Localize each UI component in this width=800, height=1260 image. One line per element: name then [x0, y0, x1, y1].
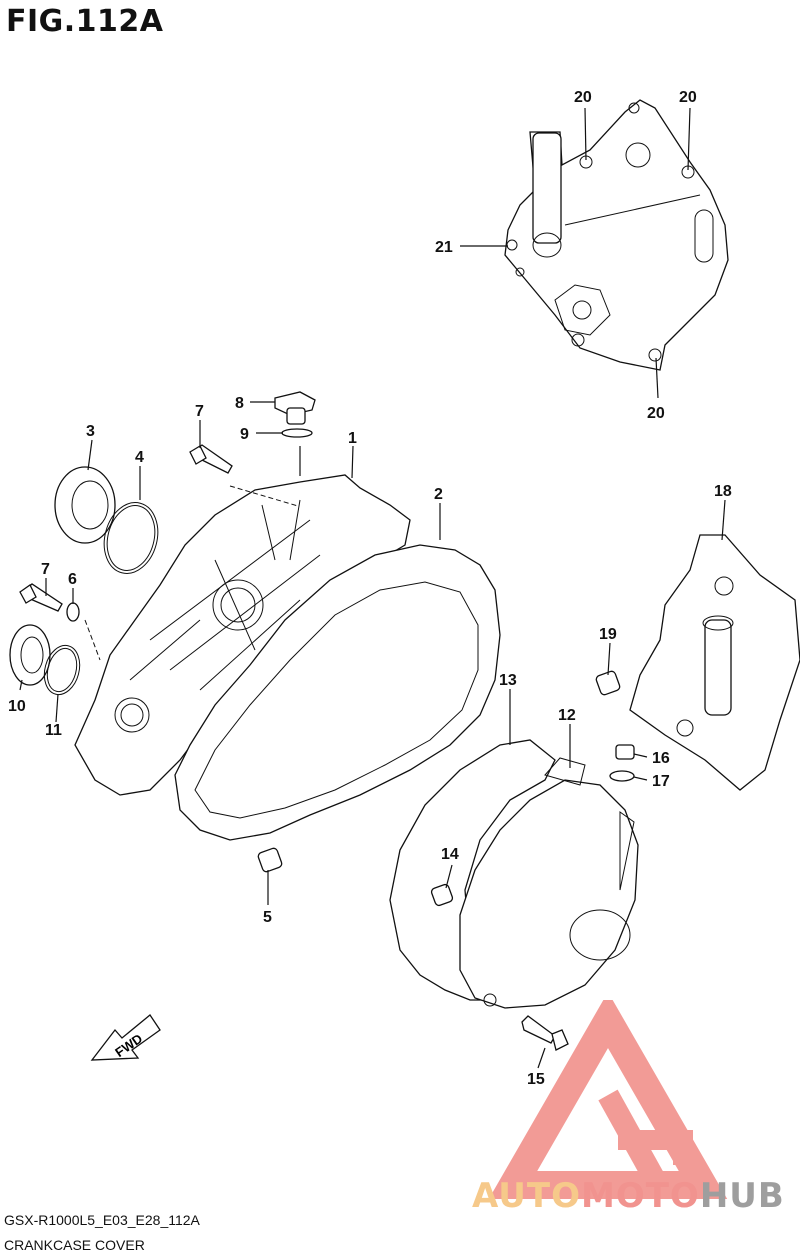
part-label-9: 9 — [240, 426, 249, 443]
oil-filler-plug — [274, 391, 316, 425]
filler-o-ring — [281, 428, 313, 438]
part-label-7-upper: 7 — [195, 403, 204, 420]
part-label-16: 16 — [652, 750, 670, 767]
part-label-7-left: 7 — [41, 561, 50, 578]
fwd-direction-arrow: FWD — [90, 1014, 161, 1061]
section-name: CRANKCASE COVER — [4, 1237, 145, 1253]
o-ring-large — [103, 502, 159, 574]
part-label-1: 1 — [348, 430, 357, 447]
part-label-15: 15 — [527, 1071, 545, 1088]
part-label-21: 21 — [435, 239, 453, 256]
part-label-18: 18 — [714, 483, 732, 500]
part-label-20-top-right: 20 — [679, 89, 697, 106]
crankcase-gasket — [174, 544, 501, 841]
part-label-2: 2 — [434, 486, 443, 503]
part-label-20-bottom: 20 — [647, 405, 665, 422]
part-label-3: 3 — [86, 423, 95, 440]
part-label-4: 4 — [135, 449, 144, 466]
upper-bracket-cover — [504, 99, 729, 371]
washer — [66, 602, 80, 622]
part-label-17: 17 — [652, 773, 670, 790]
clutch-cover-gasket — [389, 739, 556, 1001]
figure-title: FIG.112A — [6, 4, 164, 39]
model-code: GSX-R1000L5_E03_E28_112A — [4, 1212, 200, 1228]
dowel-pin — [257, 847, 283, 873]
drain-plug — [615, 744, 635, 760]
water-pump-cover — [629, 534, 800, 791]
clutch-cover — [459, 757, 639, 1009]
part-label-6: 6 — [68, 571, 77, 588]
dowel-pin-lower — [430, 883, 454, 907]
part-label-11: 11 — [45, 722, 62, 739]
dowel-pin-right — [595, 670, 621, 696]
part-label-10: 10 — [8, 698, 26, 715]
wordmark-hub: HUB — [699, 1176, 785, 1216]
part-label-layer: 20 20 21 20 8 7 9 1 3 4 2 18 7 6 19 10 1… — [8, 89, 732, 1088]
part-label-13: 13 — [499, 672, 517, 689]
wordmark-auto: AUTO — [472, 1176, 581, 1216]
part-label-14: 14 — [441, 846, 459, 863]
bolt-left — [19, 583, 63, 612]
part-label-5: 5 — [263, 909, 272, 926]
part-label-19: 19 — [599, 626, 617, 643]
drain-washer — [609, 770, 635, 782]
automotohub-logo-mark — [488, 1000, 728, 1199]
part-label-12: 12 — [558, 707, 576, 724]
automotohub-wordmark: AUTOMOTOHUB — [472, 1176, 785, 1216]
leader-lines — [19, 107, 726, 1069]
bolt-lower — [521, 1015, 569, 1051]
part-label-20-top-left: 20 — [574, 89, 592, 106]
inspection-plug-large — [54, 466, 116, 544]
bolt-upper — [189, 444, 233, 474]
part-label-8: 8 — [235, 395, 244, 412]
wordmark-moto: MOTO — [580, 1176, 700, 1216]
o-ring-small — [43, 644, 81, 696]
crankcase-cover — [74, 474, 411, 796]
